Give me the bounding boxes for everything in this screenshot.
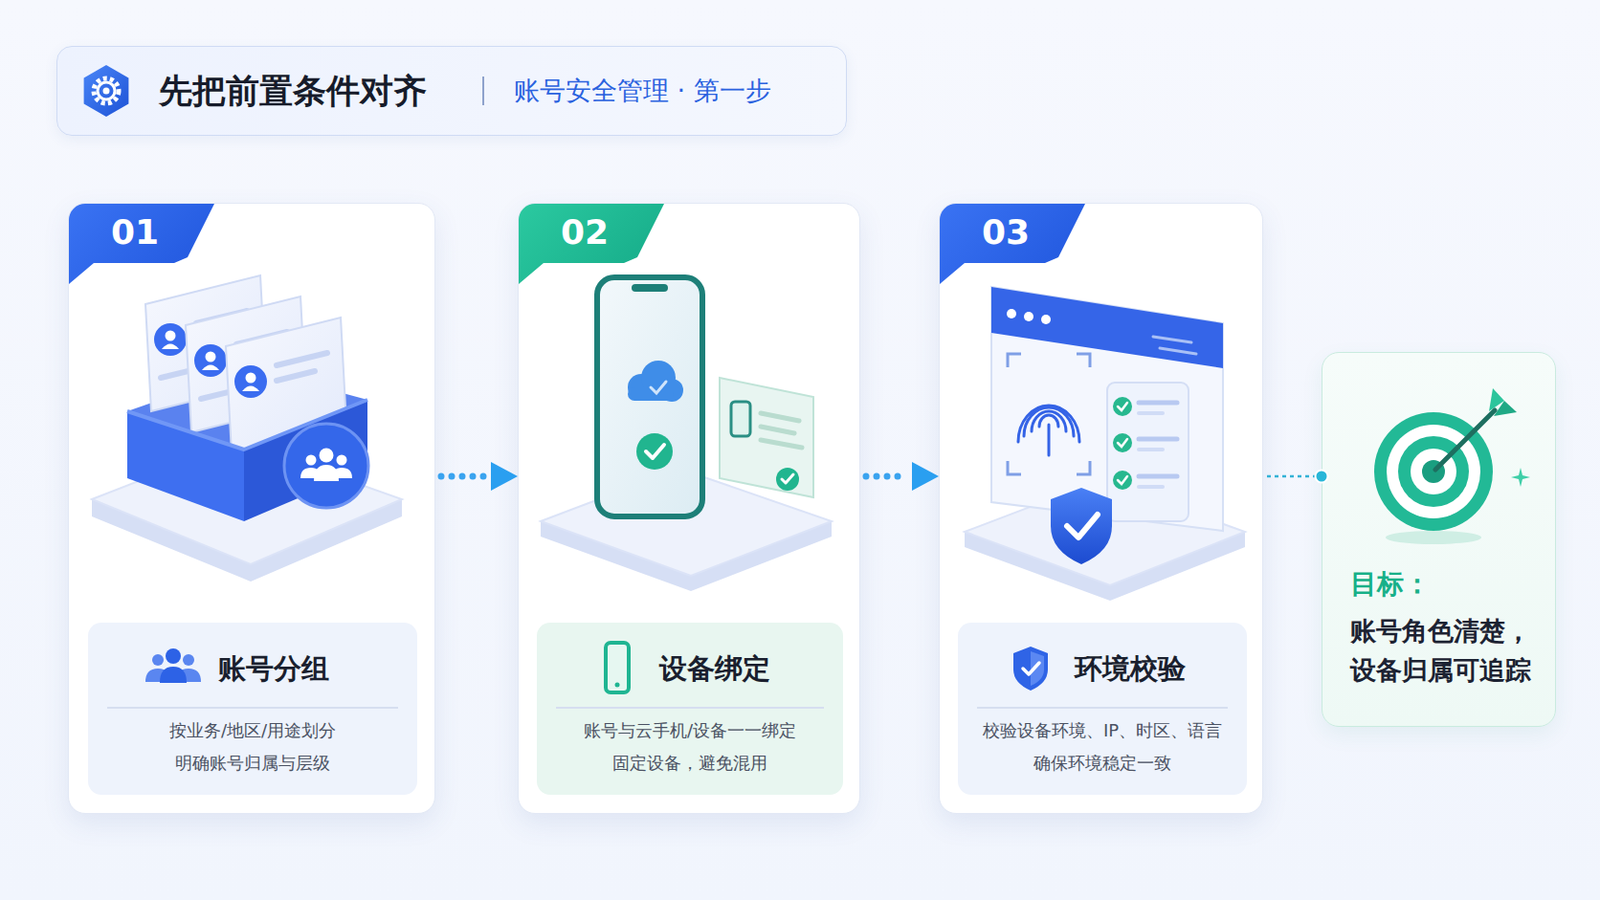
gear-icon: [84, 65, 130, 117]
step-badge: 02: [518, 203, 665, 285]
step-panel: 环境校验校验设备环境、IP、时区、语言 确保环境稳定一致: [957, 622, 1247, 796]
flow-connector: [866, 462, 939, 491]
divider-line: [555, 707, 824, 710]
title-separator: [482, 76, 485, 106]
step-panel: 设备绑定账号与云手机/设备一一绑定 固定设备，避免混用: [536, 622, 844, 796]
divider-line: [977, 707, 1228, 710]
panel-description: 账号与云手机/设备一一绑定 固定设备，避免混用: [550, 714, 830, 780]
panel-description: 校验设备环境、IP、时区、语言 确保环境稳定一致: [971, 714, 1234, 780]
goal-card: 目标： 账号角色清楚， 设备归属可追踪: [1321, 352, 1556, 728]
step-card: 02 设备绑定账号与云手机/设备一一绑定 固定设备，避免混用: [517, 202, 861, 815]
panel-heading: 账号分组: [218, 649, 330, 689]
step-badge: 01: [68, 203, 215, 285]
step-number: 03: [981, 209, 1030, 256]
divider-line: [107, 707, 399, 710]
gear-icon-part: [84, 65, 130, 117]
step-panel: 账号分组按业务/地区/用途划分 明确账号归属与层级: [88, 622, 418, 796]
arrow-head: [490, 462, 518, 491]
panel-description: 按业务/地区/用途划分 明确账号归属与层级: [101, 714, 404, 780]
dotted-line: [441, 473, 488, 481]
dashed-line: [1266, 475, 1315, 479]
step-card: 03 环境校验校验设备环境、IP、时区、语言 确保环境稳定一致: [938, 202, 1264, 815]
subtitle-text: 账号安全管理 · 第一步: [513, 73, 772, 109]
gear-icon-part: [93, 78, 119, 104]
title-text: 先把前置条件对齐: [158, 68, 427, 113]
step-number: 01: [111, 209, 159, 256]
arrow-head: [911, 462, 939, 491]
flow-connector: [441, 462, 518, 491]
gear-icon-part: [103, 88, 111, 95]
step-card: 01 账号分组按业务/地区/用途划分 明确账号归属与层级: [67, 202, 436, 815]
panel-heading: 环境校验: [1074, 649, 1186, 689]
dotted-line: [866, 473, 909, 481]
flow-connector: [1266, 470, 1329, 484]
step-number: 02: [560, 209, 609, 256]
gear-icon-part: [97, 82, 115, 100]
panel-heading: 设备绑定: [659, 649, 771, 689]
goal-heading: 目标：: [1350, 565, 1431, 604]
step-badge: 03: [939, 203, 1086, 285]
goal-description: 账号角色清楚， 设备归属可追踪: [1350, 611, 1547, 690]
